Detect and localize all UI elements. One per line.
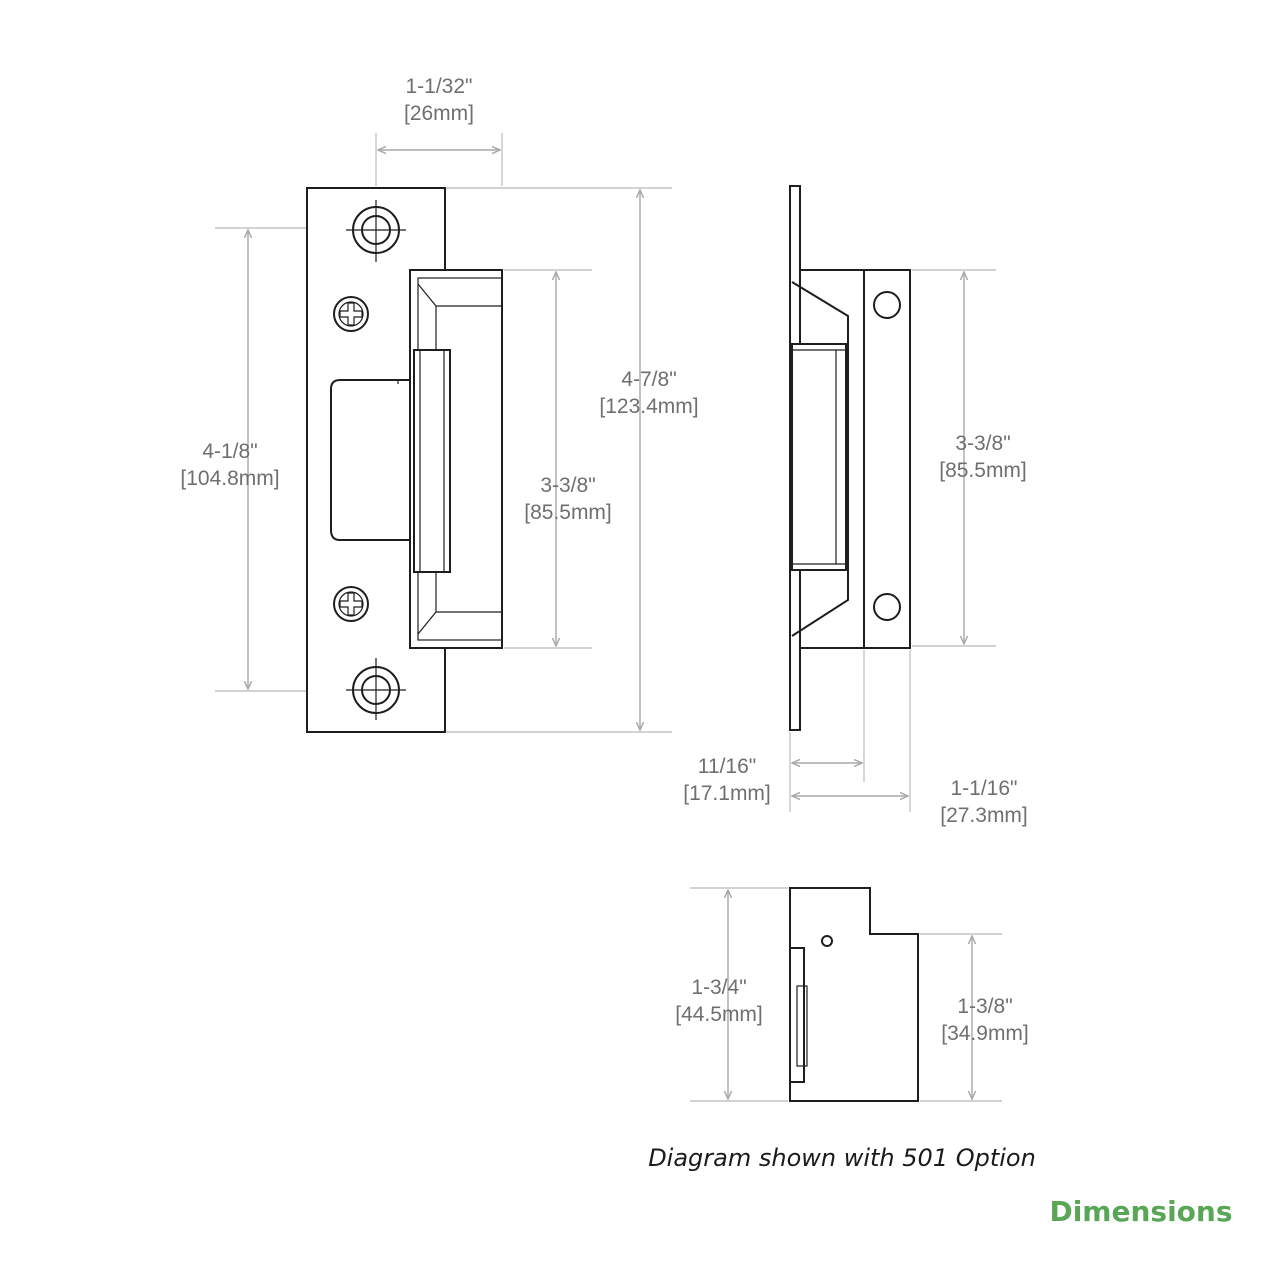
front-dimension-lines <box>215 133 672 733</box>
top-overall-height-metric: [44.5mm] <box>675 1003 763 1026</box>
screw-icon <box>333 296 369 332</box>
side-keeper <box>791 343 847 571</box>
mounting-hole-top <box>346 200 406 262</box>
front-width-imperial: 1-1/32" <box>406 75 473 98</box>
top-view-strike <box>789 887 919 1102</box>
dimensions-brand-label: Dimensions <box>1049 1195 1232 1228</box>
strike-body <box>409 269 503 649</box>
side-depth-short-metric: [17.1mm] <box>683 782 771 805</box>
screw-spacing-metric: [104.8mm] <box>180 467 279 490</box>
side-body-height-metric: [85.5mm] <box>939 459 1027 482</box>
side-depth-overall-metric: [27.3mm] <box>940 804 1028 827</box>
front-view-strike-plate <box>306 187 503 733</box>
mounting-hole-bottom <box>346 658 406 720</box>
screw-spacing-imperial: 4-1/8" <box>202 440 257 463</box>
top-overall-height-imperial: 1-3/4" <box>691 976 746 999</box>
diagram-caption: Diagram shown with 501 Option <box>648 1144 1036 1172</box>
latch-opening <box>330 379 412 541</box>
top-body-height-imperial: 1-3/8" <box>957 995 1012 1018</box>
side-depth-short-imperial: 11/16" <box>698 755 756 778</box>
side-mounting-tab <box>863 269 911 649</box>
front-width-metric: [26mm] <box>404 102 474 125</box>
top-view-pin <box>821 935 833 947</box>
front-body-height-imperial: 3-3/8" <box>540 474 595 497</box>
front-body-height-metric: [85.5mm] <box>524 501 612 524</box>
side-view-strike <box>789 185 911 731</box>
side-depth-overall-imperial: 1-1/16" <box>951 777 1018 800</box>
side-body-height-imperial: 3-3/8" <box>955 432 1010 455</box>
top-dimension-lines <box>690 887 1002 1102</box>
overall-height-metric: [123.4mm] <box>599 395 698 418</box>
overall-height-imperial: 4-7/8" <box>621 368 676 391</box>
top-body-height-metric: [34.9mm] <box>941 1022 1029 1045</box>
screw-icon <box>333 586 369 622</box>
side-dimension-lines <box>789 269 996 812</box>
side-hole-bottom <box>873 593 901 621</box>
side-hole-top <box>873 291 901 319</box>
